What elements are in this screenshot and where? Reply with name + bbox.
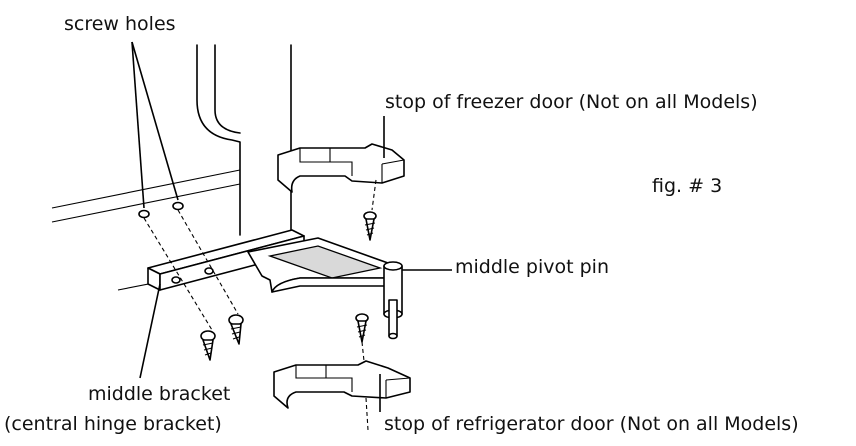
screw-holes-label: screw holes xyxy=(64,13,176,35)
bracket-leader xyxy=(139,283,161,379)
fridge-stop-label: stop of refrigerator door (Not on all Mo… xyxy=(384,413,799,435)
bracket-label-line1: middle bracket xyxy=(88,383,231,405)
freezer-stop-screw xyxy=(363,179,377,241)
screw-holes-leaders xyxy=(131,41,179,209)
pivot-pin-part xyxy=(383,261,452,340)
freezer-stop-label: stop of freezer door (Not on all Models) xyxy=(385,91,758,113)
bracket-label-line2: (central hinge bracket) xyxy=(4,413,222,435)
pivot-pin-label: middle pivot pin xyxy=(455,256,609,278)
cabinet-screw-holes xyxy=(138,201,184,219)
middle-bracket-part xyxy=(147,229,403,293)
figure-label: fig. # 3 xyxy=(652,175,723,197)
fridge-door-stop-part xyxy=(273,360,411,431)
bracket-screws xyxy=(143,209,244,361)
freezer-door-stop-part xyxy=(277,116,405,193)
